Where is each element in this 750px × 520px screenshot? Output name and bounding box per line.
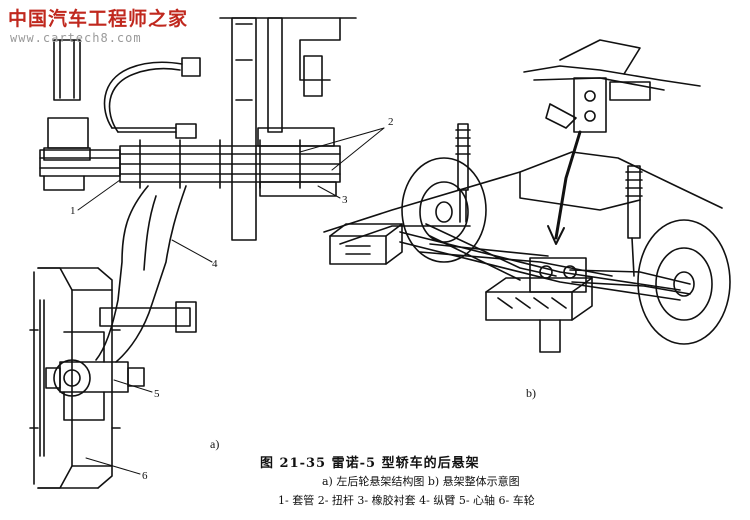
part-number-6: 6	[142, 470, 148, 482]
part-number-2: 2	[388, 116, 394, 128]
watermark-site-name: 中国汽车工程师之家	[8, 8, 189, 30]
part-number-3: 3	[342, 194, 348, 206]
subfigure-label-b: b)	[526, 386, 536, 400]
part-number-5: 5	[154, 388, 160, 400]
subfigure-label-a: a)	[210, 437, 220, 451]
figure-b-drawing	[323, 39, 731, 353]
figure-caption-subtitle: a) 左后轮悬架结构图 b) 悬架整体示意图	[322, 475, 520, 488]
figure-caption-legend: 1- 套管 2- 扭杆 3- 橡胶衬套 4- 纵臂 5- 心轴 6- 车轮	[278, 494, 535, 507]
part-number-1: 1	[70, 205, 76, 217]
watermark-url: www.cartech8.com	[10, 31, 142, 45]
figure-caption-title: 图 21-35 雷诺-5 型轿车的后悬架	[260, 456, 480, 471]
part-number-4: 4	[212, 258, 218, 270]
leader-lines	[77, 127, 385, 475]
figure-a-drawing	[29, 17, 357, 489]
